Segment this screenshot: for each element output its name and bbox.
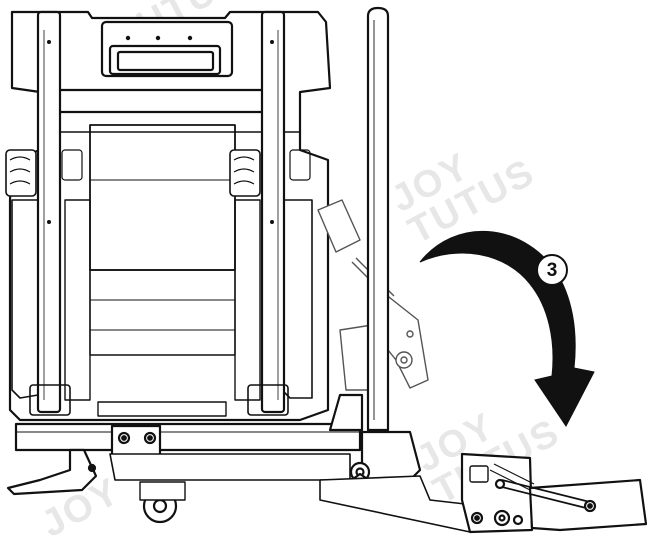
rotation-arrow <box>419 231 595 427</box>
seat-frame <box>5 10 332 422</box>
base-rail <box>6 422 362 524</box>
step-number: 3 <box>546 259 558 281</box>
step-number-badge: 3 <box>536 254 568 286</box>
tilt-bracket <box>317 6 648 534</box>
